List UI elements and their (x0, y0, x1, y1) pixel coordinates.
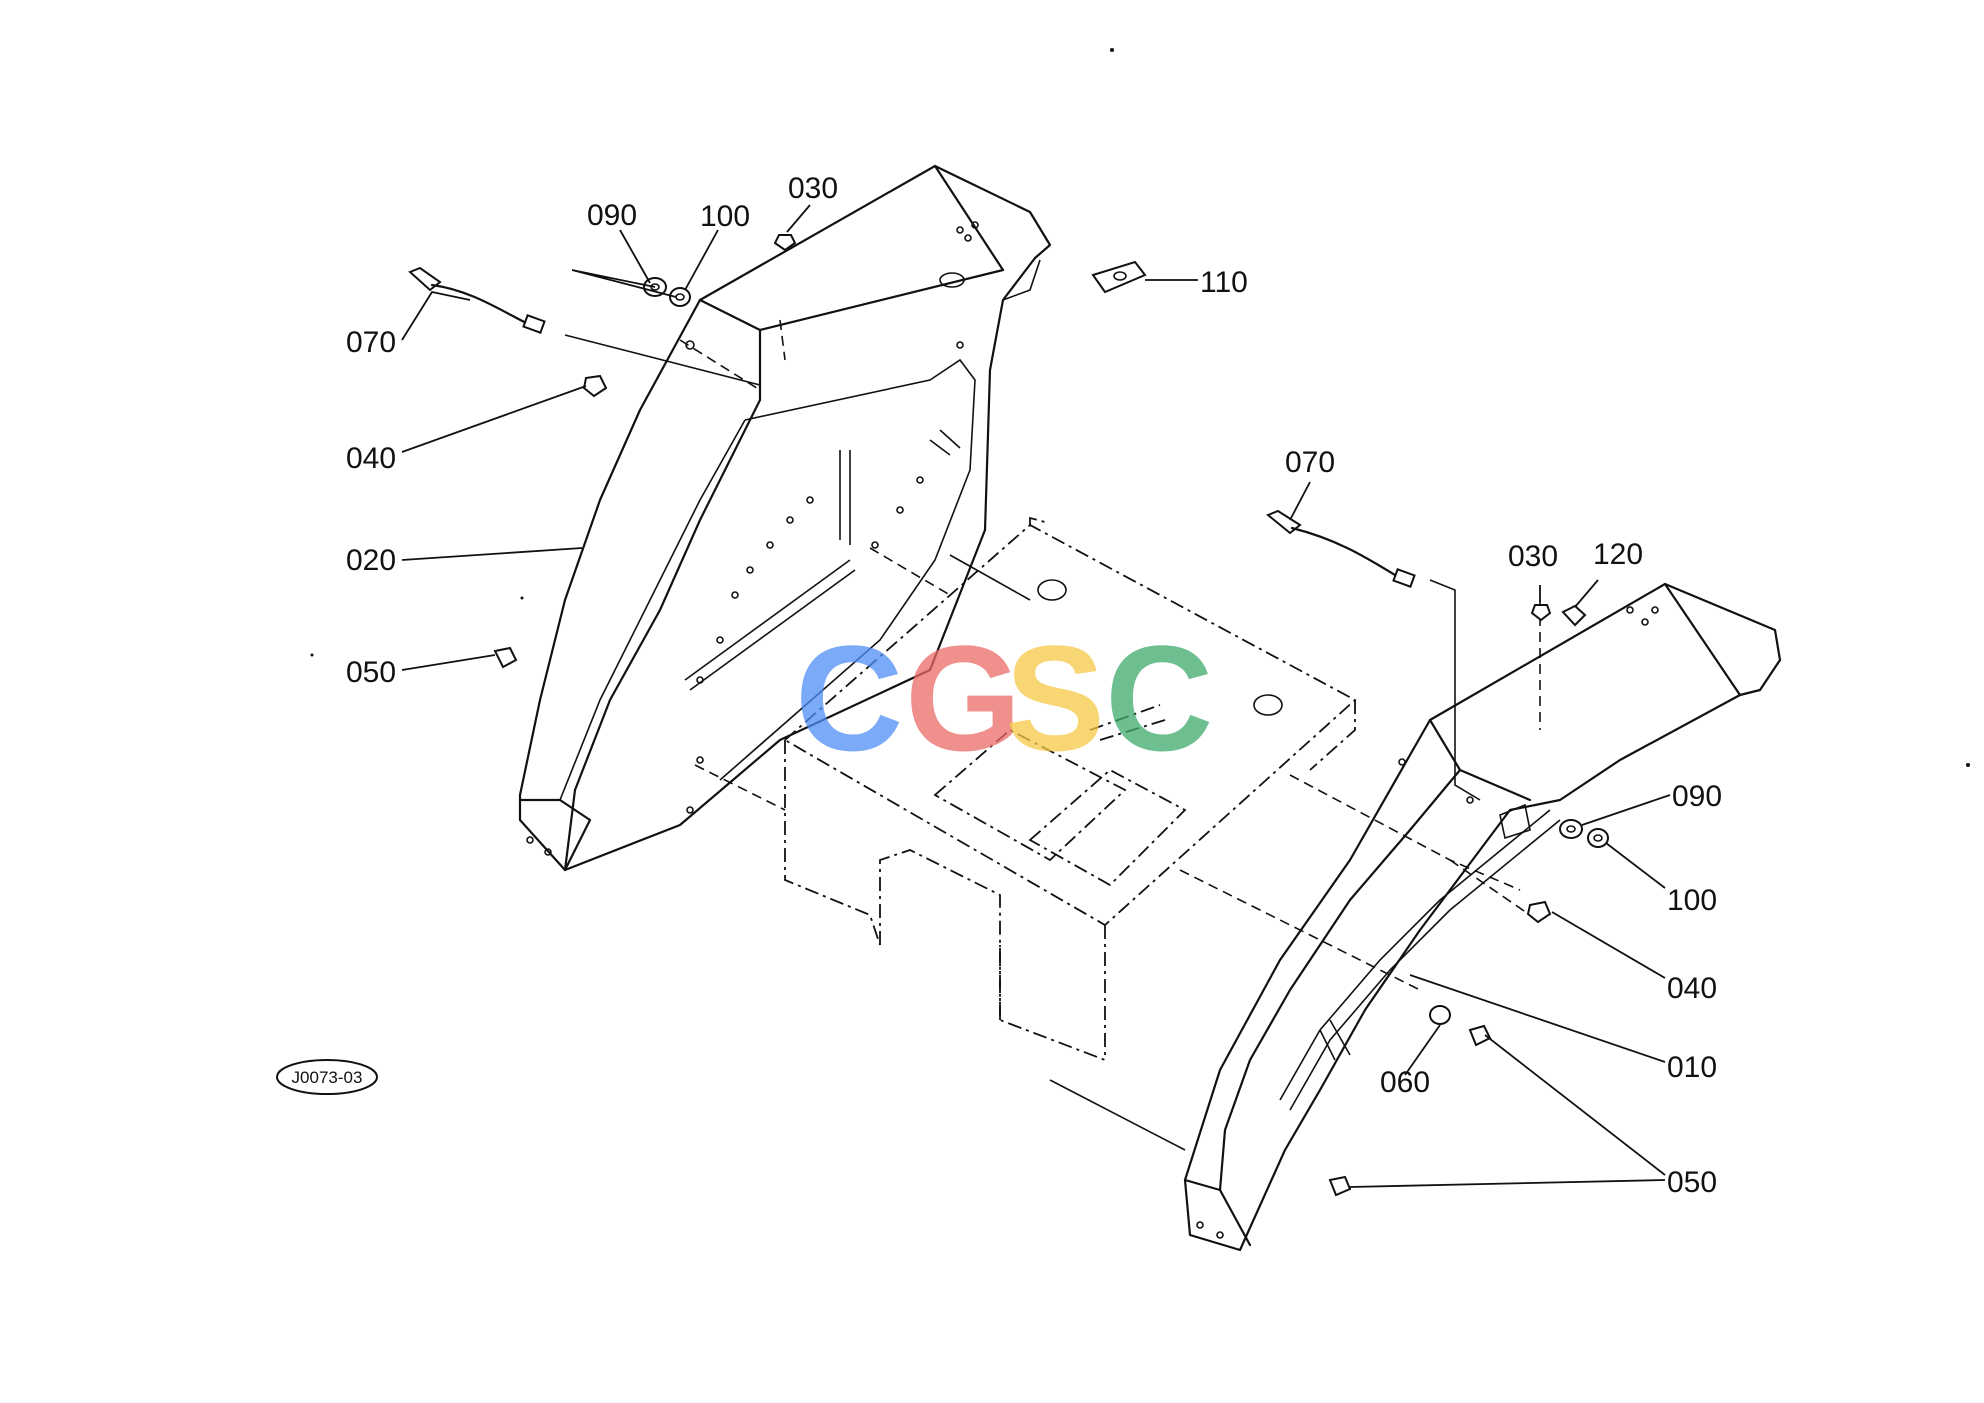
callout-110: 110 (1200, 266, 1248, 299)
wire-harness-right (1266, 509, 1416, 588)
right-fender (1183, 582, 1782, 1252)
callout-020: 020 (346, 544, 396, 577)
watermark-letter-3: S (1005, 614, 1105, 782)
callout-010: 010 (1667, 1051, 1717, 1084)
callout-100-right: 100 (1667, 884, 1717, 917)
watermark-letter-2: G (905, 614, 1022, 782)
leader-lines (401, 204, 1671, 1188)
callout-labels: 090 100 030 110 070 040 020 050 070 030 … (346, 172, 1722, 1199)
callout-100-left: 100 (700, 200, 750, 233)
assembly-lines (564, 319, 1541, 1151)
figure-code-badge: J0073-03 (276, 1059, 378, 1095)
callout-040-right: 040 (1667, 972, 1717, 1005)
figure-code: J0073-03 (292, 1068, 363, 1087)
callout-050-right: 050 (1667, 1166, 1717, 1199)
callout-070-left: 070 (346, 326, 396, 359)
callout-060: 060 (1380, 1066, 1430, 1099)
callout-070-right: 070 (1285, 446, 1335, 479)
wire-harness-left (408, 266, 546, 334)
watermark-letter-1: C (795, 614, 903, 782)
hardware-parts (408, 234, 1609, 1197)
callout-050-left: 050 (346, 656, 396, 689)
callout-040-left: 040 (346, 442, 396, 475)
callout-090-right: 090 (1672, 780, 1722, 813)
center-floor-plate (783, 516, 1357, 1061)
callout-030-left: 030 (788, 172, 838, 205)
watermark-logo: C G S C (795, 614, 1213, 782)
callout-120: 120 (1593, 538, 1643, 571)
scan-specks (310, 48, 1970, 767)
watermark-letter-4: C (1105, 614, 1213, 782)
callout-030-right: 030 (1508, 540, 1558, 573)
callout-090-left: 090 (587, 199, 637, 232)
